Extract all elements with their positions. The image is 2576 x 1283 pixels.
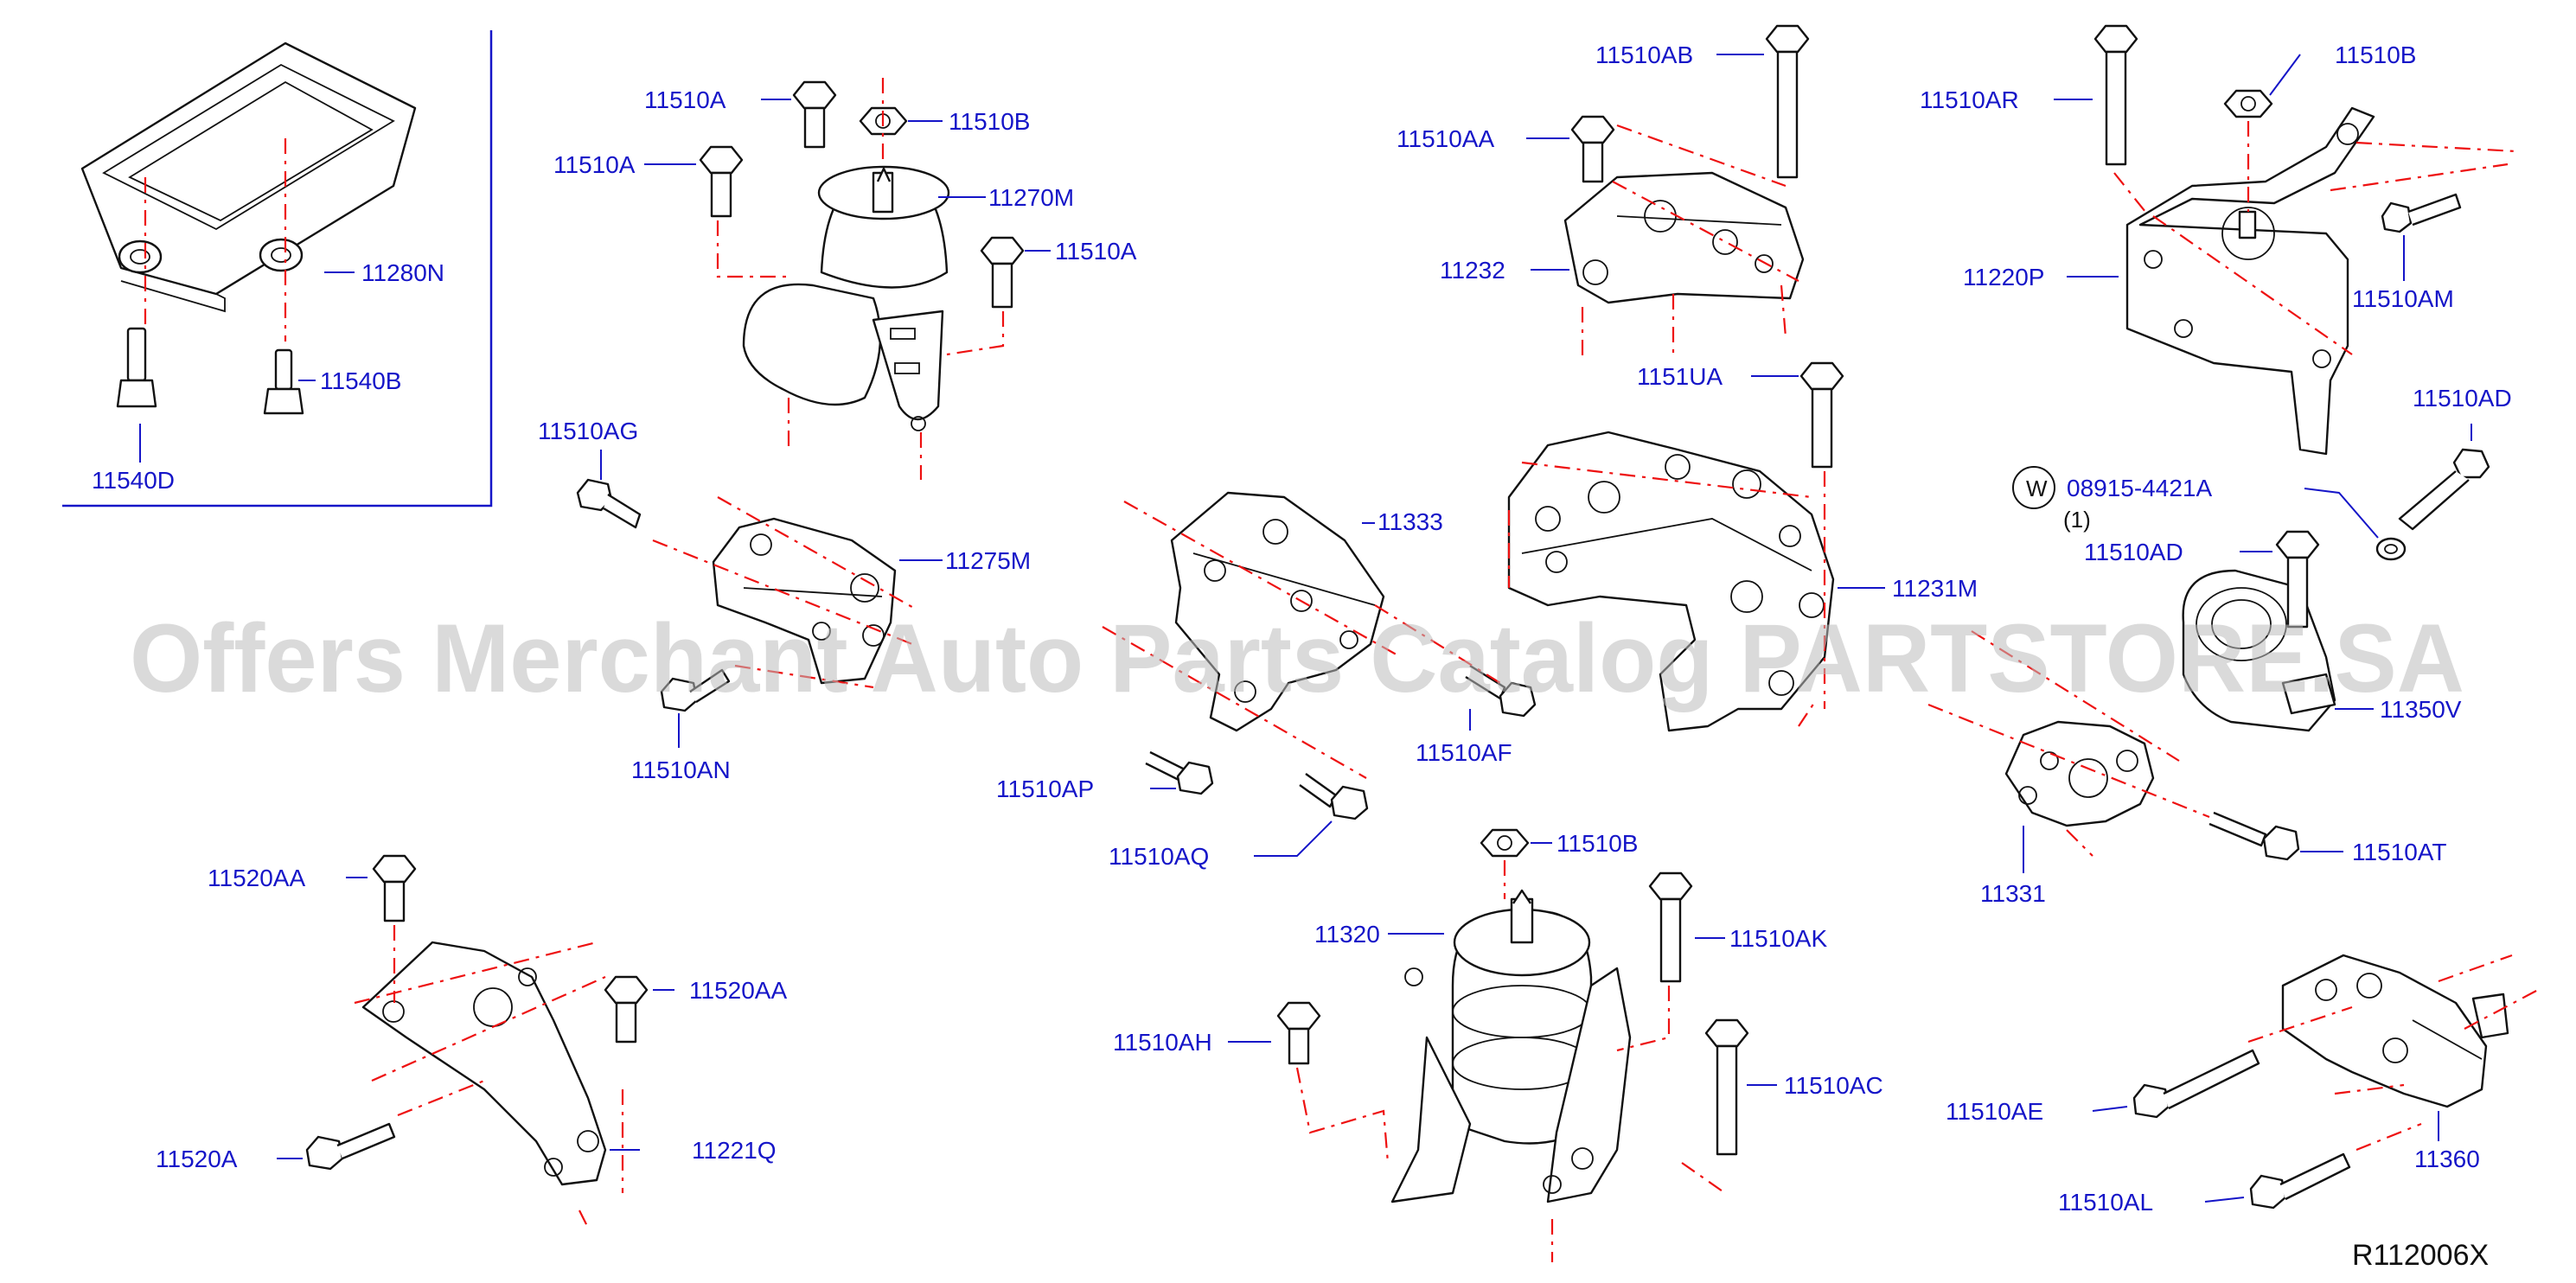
bolt-11510A-3[interactable] xyxy=(980,236,1025,309)
part-11275M[interactable] xyxy=(712,517,897,685)
label-11360[interactable]: 11360 xyxy=(2414,1146,2480,1172)
label-11510AG[interactable]: 11510AG xyxy=(538,418,638,444)
part-11360[interactable] xyxy=(2281,954,2509,1108)
bolt-11510A-1[interactable] xyxy=(792,80,837,149)
label-11280N[interactable]: 11280N xyxy=(361,259,444,286)
part-11540B[interactable] xyxy=(263,348,304,415)
bolt-11510AM[interactable] xyxy=(2381,193,2462,233)
bolt-11520A[interactable] xyxy=(305,1122,396,1171)
bolt-11510AD-2[interactable] xyxy=(2275,530,2320,629)
washer-qty: (1) xyxy=(2063,507,2091,533)
label-11510A-3[interactable]: 11510A xyxy=(1055,238,1137,265)
label-11510AT[interactable]: 11510AT xyxy=(2352,839,2446,865)
bolt-11510AT[interactable] xyxy=(2208,811,2300,861)
label-11510AP[interactable]: 11510AP xyxy=(996,776,1094,802)
bolt-11510AG[interactable] xyxy=(576,478,642,529)
label-11510B-3[interactable]: 11510B xyxy=(1556,830,1638,857)
label-11510AC[interactable]: 11510AC xyxy=(1784,1072,1883,1099)
bolt-11510AF[interactable] xyxy=(1465,664,1537,718)
part-11220P[interactable] xyxy=(2125,106,2375,456)
bolt-11510B-2[interactable] xyxy=(2223,89,2273,118)
label-11510B-1[interactable]: 11510B xyxy=(949,108,1030,135)
label-11540B[interactable]: 11540B xyxy=(320,367,401,394)
watermark: Offers Merchant Auto Parts Catalog PARTS… xyxy=(130,604,2464,712)
label-11221Q[interactable]: 11221Q xyxy=(692,1137,777,1164)
label-11231M[interactable]: 11231M xyxy=(1892,575,1978,602)
diagram-reference: R112006X xyxy=(2352,1239,2489,1272)
bolt-11510AQ[interactable] xyxy=(1299,773,1369,820)
label-11270M[interactable]: 11270M xyxy=(988,184,1074,211)
label-11275M[interactable]: 11275M xyxy=(945,547,1031,574)
label-11510AA[interactable]: 11510AA xyxy=(1397,125,1494,152)
bolt-11510AP[interactable] xyxy=(1145,750,1214,795)
part-11540D[interactable] xyxy=(116,327,157,408)
label-08915-4421A[interactable]: 08915-4421A xyxy=(2067,475,2212,501)
part-11231M[interactable] xyxy=(1507,431,1835,732)
bolt-11510AD-1[interactable] xyxy=(2398,448,2490,531)
label-11510AL[interactable]: 11510AL xyxy=(2058,1189,2153,1216)
bolt-11520AA-2[interactable] xyxy=(604,975,649,1044)
bolt-11510AL[interactable] xyxy=(2249,1152,2351,1210)
part-11270M[interactable] xyxy=(742,165,950,431)
bolt-11510B-3[interactable] xyxy=(1480,828,1530,858)
label-11510A-2[interactable]: 11510A xyxy=(553,151,636,178)
bolt-11510AH[interactable] xyxy=(1276,1001,1321,1065)
label-11320[interactable]: 11320 xyxy=(1314,921,1380,948)
part-11320[interactable] xyxy=(1390,889,1632,1203)
part-11221Q[interactable] xyxy=(361,941,607,1186)
part-11280N[interactable] xyxy=(80,41,417,313)
label-1151UA[interactable]: 1151UA xyxy=(1637,363,1723,390)
label-11510AH[interactable]: 11510AH xyxy=(1113,1029,1212,1056)
label-11510AM[interactable]: 11510AM xyxy=(2352,285,2454,312)
part-11331[interactable] xyxy=(2004,720,2155,827)
label-11510AD-1[interactable]: 11510AD xyxy=(2413,385,2512,412)
bolt-11510AR[interactable] xyxy=(2093,24,2138,166)
bolt-11510AA[interactable] xyxy=(1570,115,1615,183)
label-11220P[interactable]: 11220P xyxy=(1963,264,2044,290)
washer-08915-4421A[interactable] xyxy=(2375,537,2407,561)
label-11520AA-2[interactable]: 11520AA xyxy=(689,977,787,1004)
label-11510AD-2[interactable]: 11510AD xyxy=(2084,539,2183,565)
washer-symbol-icon xyxy=(2012,466,2055,509)
label-11510AF[interactable]: 11510AF xyxy=(1416,739,1512,766)
bolt-11510A-2[interactable] xyxy=(699,145,744,218)
label-11331[interactable]: 11331 xyxy=(1980,880,2046,907)
label-11333[interactable]: 11333 xyxy=(1377,508,1443,535)
bolt-1151UA[interactable] xyxy=(1799,361,1844,469)
bolt-11510AK[interactable] xyxy=(1648,871,1693,983)
label-11350V[interactable]: 11350V xyxy=(2380,696,2462,723)
label-11540D[interactable]: 11540D xyxy=(92,467,175,494)
label-11510AE[interactable]: 11510AE xyxy=(1946,1098,2043,1125)
label-11510AN[interactable]: 11510AN xyxy=(631,756,731,783)
label-11510AR[interactable]: 11510AR xyxy=(1920,86,2019,113)
washer-symbol: W xyxy=(2026,476,2048,501)
bolt-11510AN[interactable] xyxy=(660,668,731,712)
label-11510B-2[interactable]: 11510B xyxy=(2335,41,2416,68)
label-11510AK[interactable]: 11510AK xyxy=(1729,925,1827,952)
label-11510AB[interactable]: 11510AB xyxy=(1595,41,1693,68)
label-11520A[interactable]: 11520A xyxy=(156,1146,238,1172)
bolt-11520AA-1[interactable] xyxy=(372,854,417,922)
label-11510AQ[interactable]: 11510AQ xyxy=(1109,843,1209,870)
bolt-11510AE[interactable] xyxy=(2132,1049,2260,1119)
label-11520AA-1[interactable]: 11520AA xyxy=(208,865,305,891)
part-11333[interactable] xyxy=(1170,491,1385,732)
inset-frame xyxy=(62,30,493,507)
label-11232[interactable]: 11232 xyxy=(1440,257,1505,284)
part-11232[interactable] xyxy=(1563,171,1805,304)
label-11510A-1[interactable]: 11510A xyxy=(644,86,726,113)
bolt-11510AC[interactable] xyxy=(1704,1018,1749,1156)
bolt-11510AB[interactable] xyxy=(1765,24,1810,179)
